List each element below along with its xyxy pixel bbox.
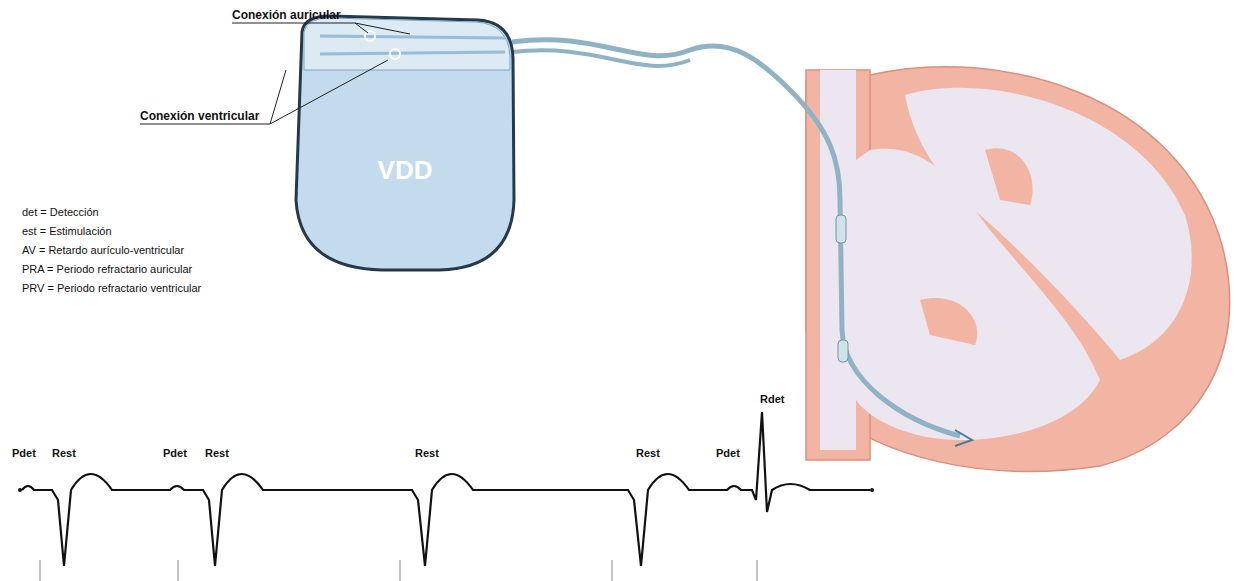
heart-drawing <box>806 67 1230 472</box>
timing-mark <box>40 560 757 581</box>
ecg-trace <box>22 412 870 566</box>
abbreviation-note: PRV = Periodo refractario ventricular <box>22 282 201 294</box>
connection-label: Conexión ventricular <box>140 109 259 123</box>
signal-name: Pdet <box>716 447 740 459</box>
signal-name: Rest <box>52 447 76 459</box>
device-label: VDD <box>378 155 433 186</box>
signal-name: Rest <box>636 447 660 459</box>
device-body: VDD <box>330 140 480 200</box>
abbreviation-note: det = Detección <box>22 206 99 218</box>
connection-label: Conexión auricular <box>232 8 341 22</box>
signal-name: Rdet <box>760 393 784 405</box>
leader-line <box>140 23 410 124</box>
abbreviation-note: est = Estimulación <box>22 225 112 237</box>
pacing-lead <box>512 40 960 436</box>
signal-name: Rest <box>205 447 229 459</box>
signal-name: Pdet <box>12 447 36 459</box>
pacemaker-device <box>296 16 514 270</box>
abbreviation-note: AV = Retardo aurículo-ventricular <box>22 244 184 256</box>
pacing-lead <box>512 50 690 66</box>
signal-name: Rest <box>415 447 439 459</box>
signal-name: Pdet <box>163 447 187 459</box>
abbreviation-note: PRA = Periodo refractario auricular <box>22 263 192 275</box>
